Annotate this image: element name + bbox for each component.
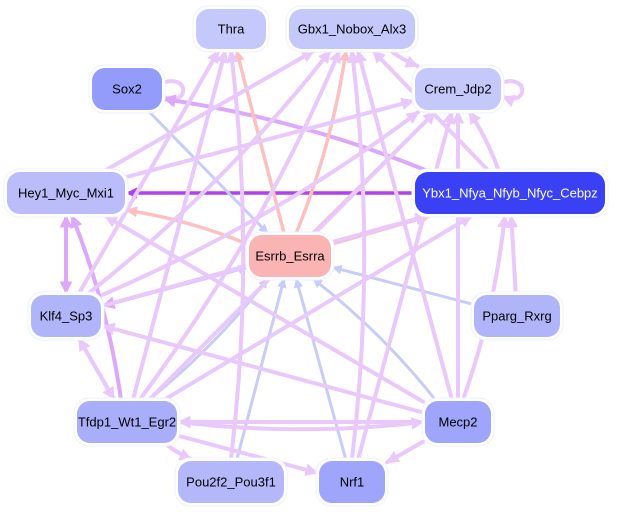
edge-tfdp1-to-thra <box>131 49 229 401</box>
node-label: Hey1_Myc_Mxi1 <box>18 186 114 201</box>
node-label: Sox2 <box>112 82 142 97</box>
node-klf4[interactable]: Klf4_Sp3 <box>27 291 105 341</box>
node-label: Klf4_Sp3 <box>40 309 93 324</box>
node-box <box>474 295 560 337</box>
node-label: Esrrb_Esrra <box>255 249 325 264</box>
node-label: Thra <box>218 22 246 37</box>
node-box <box>415 172 605 214</box>
edge-klf4-to-crem <box>101 110 421 297</box>
node-box <box>31 295 101 337</box>
node-box <box>425 401 491 443</box>
edge-ybx1-to-sox2 <box>162 94 428 172</box>
edge-sox2-to-esrrb <box>147 110 270 235</box>
edge-klf4-to-gbx1 <box>86 49 333 295</box>
node-sox2[interactable]: Sox2 <box>88 64 166 114</box>
node-box <box>178 461 284 503</box>
node-nrf1[interactable]: Nrf1 <box>315 457 389 507</box>
edge-mecp2-to-esrrb <box>311 277 437 401</box>
edge-pou2f2-to-thra <box>226 49 246 461</box>
node-pou2f2[interactable]: Pou2f2_Pou3f1 <box>174 457 288 507</box>
edge-nrf1-to-gbx1 <box>347 49 367 461</box>
edge-nrf1-to-crem <box>356 110 455 461</box>
node-crem[interactable]: Crem_Jdp2 <box>411 64 505 114</box>
edge-pparg-to-ybx1 <box>505 214 519 295</box>
edge-tfdp1-to-ybx1 <box>163 214 474 401</box>
node-box <box>196 9 266 49</box>
edge-tfdp1-to-mecp2 <box>177 417 425 432</box>
node-box <box>77 401 177 443</box>
edge-tfdp1-to-pou2f2 <box>164 443 194 461</box>
node-box <box>319 461 385 503</box>
node-esrrb[interactable]: Esrrb_Esrra <box>245 231 335 281</box>
edge-esrrb-to-hey1 <box>125 206 249 246</box>
node-label: Pparg_Rxrg <box>482 309 551 324</box>
edge-nrf1-to-esrrb <box>293 277 348 461</box>
edge-tfdp1-to-gbx1 <box>138 49 342 401</box>
edge-gbx1-to-crem <box>388 49 420 68</box>
edge-esrrb-to-gbx1 <box>294 49 351 235</box>
node-box <box>289 9 415 49</box>
edges-layer <box>59 49 525 476</box>
edge-mecp2-to-gbx1 <box>354 49 454 401</box>
node-box <box>249 235 331 277</box>
edge-tfdp1-to-nrf1 <box>177 433 319 476</box>
node-label: Gbx1_Nobox_Alx3 <box>298 22 406 37</box>
node-box <box>92 68 162 110</box>
node-gbx1[interactable]: Gbx1_Nobox_Alx3 <box>285 5 419 53</box>
node-label: Pou2f2_Pou3f1 <box>186 475 276 490</box>
node-label: Nrf1 <box>340 475 365 490</box>
edge-hey1-to-crem <box>125 97 415 179</box>
node-mecp2[interactable]: Mecp2 <box>421 397 495 447</box>
node-hey1[interactable]: Hey1_Myc_Mxi1 <box>3 168 129 218</box>
node-ybx1[interactable]: Ybx1_Nfya_Nfyb_Nfyc_Cebpz <box>411 168 609 218</box>
node-label: Ybx1_Nfya_Nfyb_Nfyc_Cebpz <box>422 186 598 201</box>
edge-tfdp1-to-klf4 <box>77 337 116 401</box>
node-label: Tfdp1_Wt1_Egr2 <box>78 415 176 430</box>
edge-crem-to-crem <box>499 79 525 108</box>
node-label: Mecp2 <box>438 415 477 430</box>
node-label: Crem_Jdp2 <box>424 82 491 97</box>
edge-ybx1-to-crem <box>467 110 501 172</box>
edge-mecp2-to-klf4 <box>101 322 425 415</box>
node-box <box>415 68 501 110</box>
node-thra[interactable]: Thra <box>192 5 270 53</box>
node-box <box>7 172 125 214</box>
node-tfdp1[interactable]: Tfdp1_Wt1_Egr2 <box>73 397 181 447</box>
edge-mecp2-to-nrf1 <box>385 439 425 465</box>
node-pparg[interactable]: Pparg_Rxrg <box>470 291 564 341</box>
